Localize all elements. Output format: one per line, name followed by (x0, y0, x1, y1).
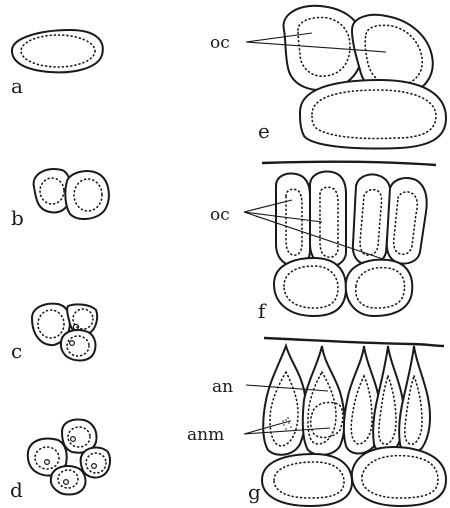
panel-label-b: b (11, 206, 24, 230)
panel-label-f: f (258, 299, 267, 323)
panel-d-cells (28, 420, 110, 495)
callout-oc-mid: oc (210, 205, 230, 225)
panel-label-d: d (10, 478, 23, 502)
panel-g-cells (262, 346, 446, 506)
panel-c-cells (32, 304, 97, 361)
panel-label-a: a (11, 74, 23, 98)
panel-a-cell (12, 30, 103, 72)
panel-e-cells (283, 6, 446, 149)
panel-label-g: g (248, 480, 261, 504)
panel-label-e: e (258, 119, 270, 143)
panel-f-cells (274, 172, 427, 317)
callout-anm: anm (187, 425, 224, 445)
callout-oc-top: oc (210, 33, 230, 53)
panel-label-c: c (11, 339, 22, 363)
membrane-g (264, 338, 444, 346)
panel-b-cells (34, 169, 109, 219)
membrane-f (262, 162, 436, 165)
callout-an: an (212, 377, 233, 397)
